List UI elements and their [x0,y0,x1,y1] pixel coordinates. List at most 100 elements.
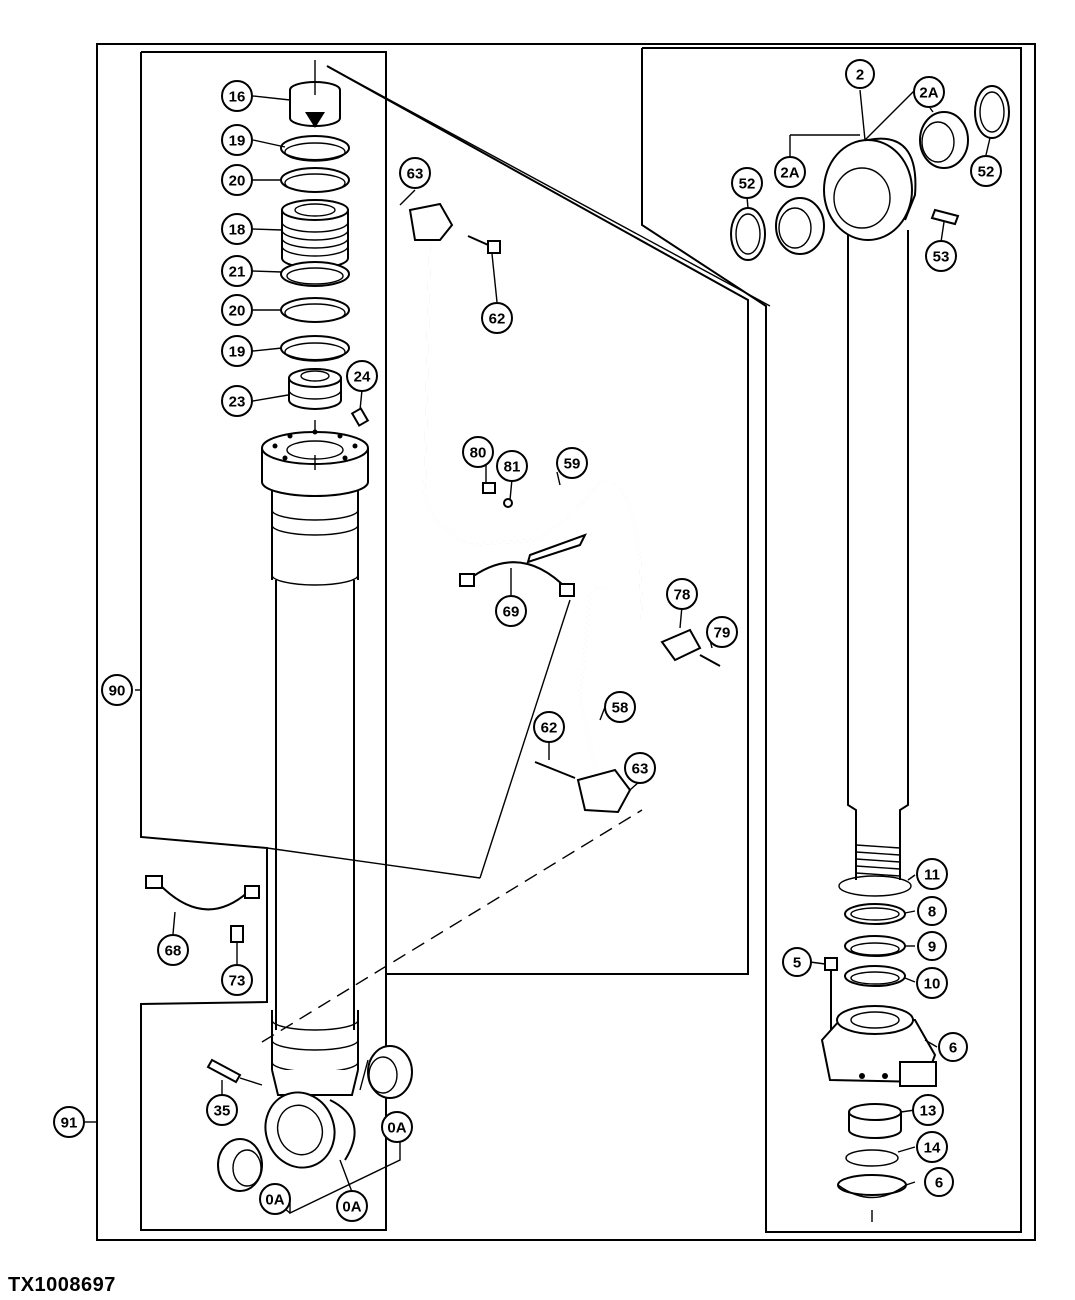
callout-c73: 73 [221,964,253,996]
clamp-69 [459,533,588,597]
nut-23 [288,368,342,410]
set-screw-24 [350,407,370,427]
bolt-62-upper [467,235,501,254]
piston-18 [281,199,349,269]
tube-59-assembly [408,202,644,621]
callout-label: 91 [61,1115,78,1132]
callout-c0Ab: 0A [259,1183,291,1215]
bolt-62-lower [534,761,576,779]
callout-label: 20 [229,303,246,320]
wiper-6 [837,1174,907,1199]
callout-label: 73 [229,973,246,990]
ring-14 [845,1149,899,1167]
callout-c80: 80 [462,436,494,468]
callout-c16: 16 [221,80,253,112]
callout-c2Ab: 2A [774,156,806,188]
callout-label: 11 [924,867,940,884]
callout-label: 18 [229,222,246,239]
piston-head-6 [820,1005,937,1087]
callout-label: 62 [489,311,506,328]
bushing-2A-right [919,111,969,169]
callout-c58: 58 [604,691,636,723]
callout-c78: 78 [666,578,698,610]
callout-label: 23 [229,394,246,411]
callout-c18: 18 [221,213,253,245]
callout-c19a: 19 [221,124,253,156]
callout-label: 9 [928,939,936,956]
callout-label: 2A [919,85,938,102]
callout-c63b: 63 [624,752,656,784]
callout-label: 5 [793,955,801,972]
callout-c6a: 6 [938,1032,968,1062]
rod-2 [823,137,917,880]
callout-c91: 91 [53,1106,85,1138]
callout-label: 68 [165,943,182,960]
ring-10 [844,965,906,987]
callout-c0Ac: 0A [336,1190,368,1222]
cylinder-panel-lower [140,52,387,1231]
callout-label: 21 [229,264,246,281]
bushing-16 [289,81,341,128]
callout-label: 2 [856,67,864,84]
callout-c68: 68 [157,934,189,966]
callout-c69: 69 [495,595,527,627]
washer-81 [503,498,513,508]
callout-c8: 8 [917,896,947,926]
seal-52-right [974,85,1010,139]
bushing-0A-left [217,1138,263,1192]
callout-label: 19 [229,344,246,361]
callout-c62a: 62 [481,302,513,334]
callout-label: 10 [924,976,941,993]
callout-label: 0A [265,1192,284,1209]
callout-c24: 24 [346,360,378,392]
callout-c62b: 62 [533,711,565,743]
callout-c6b: 6 [924,1167,954,1197]
callout-label: 81 [504,459,521,476]
callout-c53: 53 [925,240,957,272]
callout-label: 16 [229,89,246,106]
callout-label: 62 [541,720,558,737]
clamp-68 [145,875,260,911]
cylinder-eye [264,1069,359,1169]
callout-label: 20 [229,173,246,190]
callout-c2Aa: 2A [913,76,945,108]
ring-8 [844,903,906,925]
callout-label: 63 [407,166,424,183]
callout-c35: 35 [206,1094,238,1126]
callout-c2: 2 [845,59,875,89]
ring-21 [280,261,350,287]
seal-ring-19-bottom [280,335,350,362]
clamp-78 [660,628,702,662]
tube-58 [576,584,632,814]
callout-label: 69 [503,604,520,621]
callout-label: 58 [612,700,629,717]
callout-c63a: 63 [399,157,431,189]
callout-c11: 11 [916,858,948,890]
callout-label: 79 [714,625,731,642]
callout-label: 0A [342,1199,361,1216]
callout-c52b: 52 [970,155,1002,187]
callout-c79: 79 [706,616,738,648]
callout-label: 6 [949,1040,957,1057]
callout-c21: 21 [221,255,253,287]
callout-c23: 23 [221,385,253,417]
callout-label: 90 [109,683,126,700]
callout-c20b: 20 [221,294,253,326]
callout-label: 6 [935,1175,943,1192]
rod-panel-boundary [641,47,1022,1233]
callout-c52a: 52 [731,167,763,199]
callout-c20a: 20 [221,164,253,196]
callout-label: 52 [739,176,756,193]
bolt-79 [699,654,721,667]
fitting-53 [930,208,960,226]
outer-frame [96,43,1036,1241]
bushing-0A-right [359,1045,413,1099]
callout-label: 24 [354,369,371,386]
callout-label: 35 [214,1103,231,1120]
seal-ring-19-top [280,135,350,162]
callout-c5: 5 [782,947,812,977]
callout-label: 59 [564,456,581,473]
callout-c59: 59 [556,447,588,479]
